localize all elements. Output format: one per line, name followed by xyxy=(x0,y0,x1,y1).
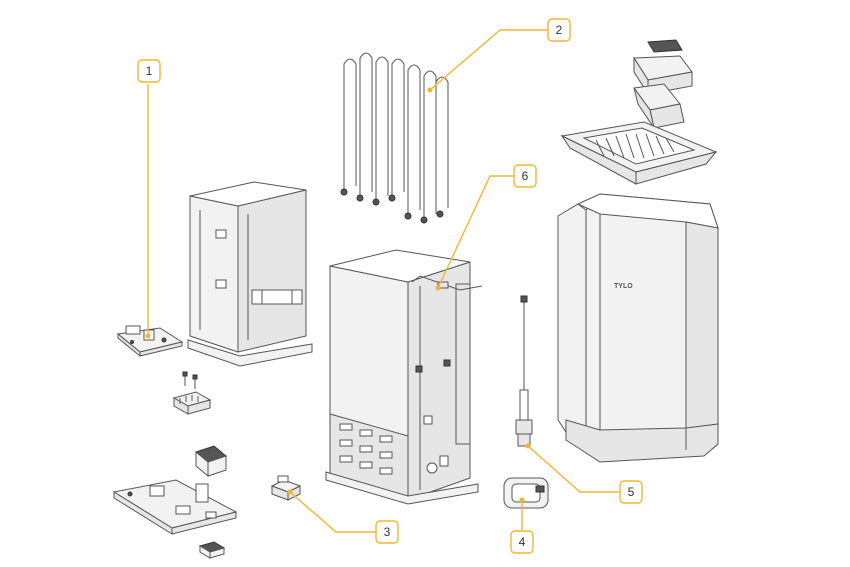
callout-label-4: 4 xyxy=(519,535,526,549)
reset-switch-part xyxy=(503,477,549,509)
inner-frame-part xyxy=(187,181,313,367)
control-board-part xyxy=(116,325,184,358)
callout-5[interactable]: 5 xyxy=(619,480,643,504)
probe-part xyxy=(515,295,533,447)
leader-dot-6 xyxy=(435,285,441,291)
leader-line-2 xyxy=(429,29,548,91)
heater-body-part xyxy=(325,249,483,505)
screw-pair-part xyxy=(182,371,198,389)
callout-1[interactable]: 1 xyxy=(137,59,161,83)
brand-mark: TYLO xyxy=(614,283,633,290)
leader-dot-3 xyxy=(287,489,293,495)
leader-line-6 xyxy=(437,175,514,289)
small-connector-part xyxy=(198,541,226,559)
callout-4[interactable]: 4 xyxy=(510,530,534,554)
leader-line-3 xyxy=(289,491,376,533)
callout-label-2: 2 xyxy=(556,23,563,37)
leader-dot-2 xyxy=(427,87,433,93)
callout-label-1: 1 xyxy=(146,64,153,78)
sensor-part xyxy=(270,475,302,501)
callout-label-3: 3 xyxy=(384,525,391,539)
callout-6[interactable]: 6 xyxy=(513,164,537,188)
leader-dot-4 xyxy=(519,497,525,503)
callout-label-6: 6 xyxy=(522,169,529,183)
stone-tray-part xyxy=(560,121,718,185)
terminal-block-part xyxy=(172,391,212,415)
leader-line-5 xyxy=(527,445,620,493)
relay-part xyxy=(194,445,228,478)
outer-cover-part xyxy=(557,193,719,463)
callout-label-5: 5 xyxy=(628,485,635,499)
leader-dots xyxy=(145,87,531,503)
callout-3[interactable]: 3 xyxy=(375,520,399,544)
heating-elements-part xyxy=(340,52,449,224)
callout-leaders xyxy=(147,29,620,533)
leader-dot-5 xyxy=(525,443,531,449)
lower-control-board-part xyxy=(112,479,238,535)
top-grille-part xyxy=(633,39,693,129)
leader-dot-1 xyxy=(145,333,151,339)
callout-2[interactable]: 2 xyxy=(547,18,571,42)
